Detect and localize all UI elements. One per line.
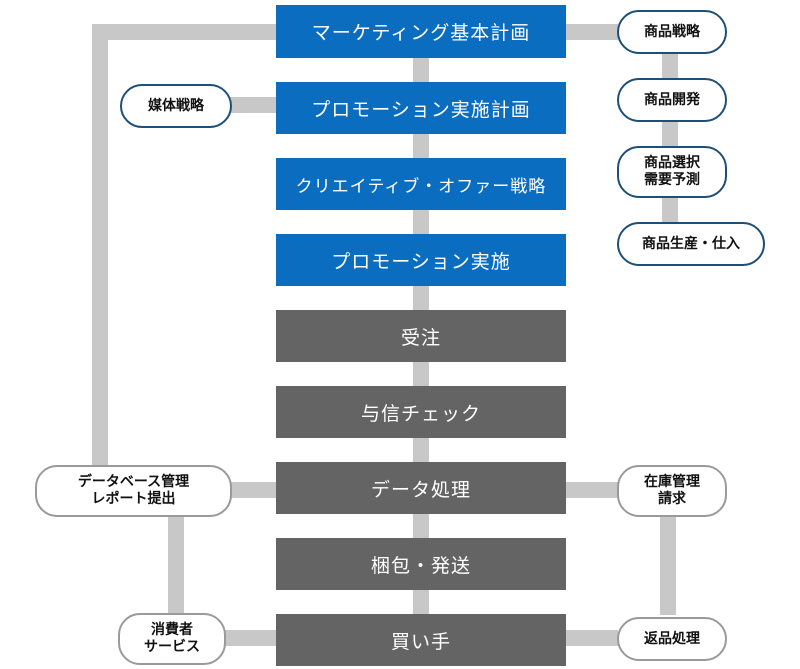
flow-step-buyer: 買い手 <box>276 614 566 666</box>
flow-step-order-receipt: 受注 <box>276 310 566 362</box>
flow-step-packing-shipping: 梱包・発送 <box>276 538 566 590</box>
flow-step-marketing-plan: マーケティング基本計画 <box>276 5 566 58</box>
pill-product-selection-demand-forecast: 商品選択 需要予測 <box>617 146 727 198</box>
pill-production-purchasing: 商品生産・仕入 <box>617 222 765 266</box>
pill-return-processing: 返品処理 <box>617 617 727 661</box>
flow-step-credit-check: 与信チェック <box>276 386 566 438</box>
pill-database-management-reporting: データベース管理 レポート提出 <box>35 465 232 517</box>
pill-media-strategy: 媒体戦略 <box>120 84 232 128</box>
flow-step-promotion-plan: プロモーション実施計画 <box>276 82 566 134</box>
pill-product-development: 商品開発 <box>617 78 727 122</box>
pill-product-strategy: 商品戦略 <box>617 10 727 54</box>
pill-consumer-service: 消費者 サービス <box>118 613 226 665</box>
pill-inventory-billing: 在庫管理 請求 <box>617 465 727 517</box>
flow-step-creative-offer-strategy: クリエイティブ・オファー戦略 <box>276 158 566 210</box>
flow-step-data-processing: データ処理 <box>276 462 566 514</box>
flow-step-promotion-execution: プロモーション実施 <box>276 234 566 286</box>
